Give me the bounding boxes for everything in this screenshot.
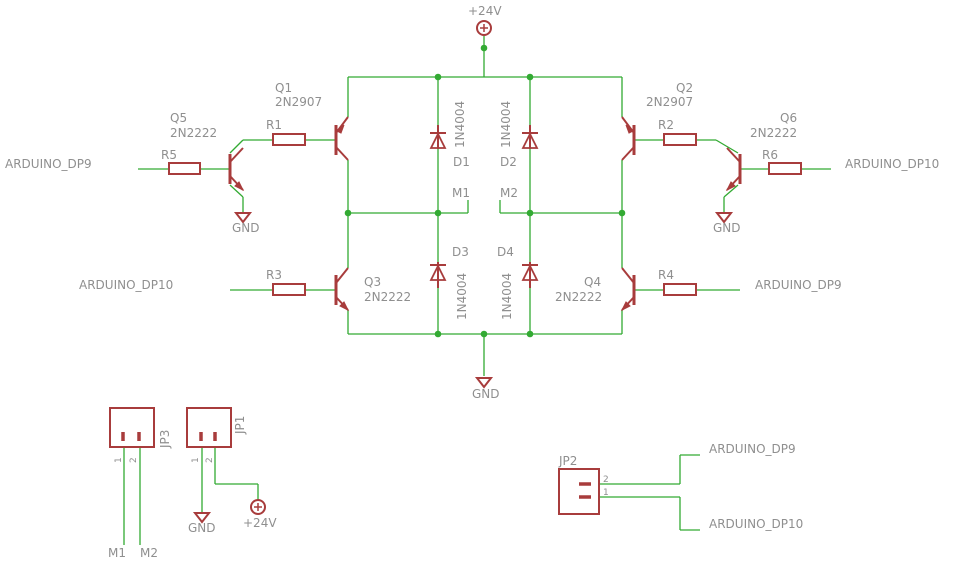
jp3-m1-label: M1	[108, 546, 126, 560]
gnd-symbol-jp1	[192, 512, 212, 524]
d3-value: 1N4004	[455, 273, 469, 320]
resistor-r3	[272, 283, 306, 296]
supply-label-jp1: +24V	[243, 516, 277, 530]
jp3-pin1: 1	[114, 457, 124, 463]
d2-value: 1N4004	[499, 101, 513, 148]
q1-name: Q1	[275, 81, 292, 95]
jp1-name: JP1	[233, 416, 247, 435]
resistor-r1	[272, 133, 306, 146]
r5-label: R5	[161, 148, 177, 162]
r4-label: R4	[658, 268, 674, 282]
gnd-label-q5: GND	[232, 221, 260, 235]
jp2-name: JP2	[558, 454, 577, 468]
transistor-q4	[620, 267, 636, 312]
jp1-pin2: 2	[205, 457, 215, 463]
q2-name: Q2	[676, 81, 693, 95]
q6-value: 2N2222	[750, 126, 797, 140]
gnd-symbol-main	[474, 377, 494, 389]
net-m2-bridge: M2	[500, 186, 518, 200]
d4-name: D4	[497, 245, 514, 259]
diode-d1	[429, 125, 447, 149]
connector-jp1	[186, 407, 232, 448]
d2-name: D2	[500, 155, 517, 169]
junction-dots	[344, 44, 626, 338]
diode-d2	[521, 125, 539, 149]
jp3-m2-label: M2	[140, 546, 158, 560]
jp3-name: JP3	[158, 430, 172, 449]
q3-name: Q3	[364, 275, 381, 289]
q2-value: 2N2907	[646, 95, 693, 109]
q6-name: Q6	[780, 111, 797, 125]
jp3-pin2: 2	[129, 457, 139, 463]
transistor-q5	[228, 147, 245, 192]
q1-value: 2N2907	[275, 95, 322, 109]
net-dp10-q3: ARDUINO_DP10	[79, 278, 173, 292]
gnd-label-jp1: GND	[188, 521, 216, 535]
transistor-q6	[725, 147, 742, 192]
d1-name: D1	[453, 155, 470, 169]
resistor-r2	[663, 133, 697, 146]
gnd-label-q6: GND	[713, 221, 741, 235]
d3-name: D3	[452, 245, 469, 259]
q5-name: Q5	[170, 111, 187, 125]
d1-value: 1N4004	[453, 101, 467, 148]
net-m1-bridge: M1	[452, 186, 470, 200]
q5-value: 2N2222	[170, 126, 217, 140]
jp2-dp9-label: ARDUINO_DP9	[709, 442, 796, 456]
q4-name: Q4	[584, 275, 601, 289]
r1-label: R1	[266, 118, 282, 132]
gnd-symbol-q6	[714, 212, 734, 224]
diode-d3	[429, 262, 447, 288]
resistor-r4	[663, 283, 697, 296]
jp2-pin1: 1	[603, 488, 609, 498]
transistor-q3	[334, 267, 350, 312]
resistor-r5	[168, 162, 201, 175]
r3-label: R3	[266, 268, 282, 282]
resistor-r6	[768, 162, 802, 175]
net-dp9-q4: ARDUINO_DP9	[755, 278, 842, 292]
connector-jp2	[558, 468, 600, 515]
connector-jp3	[109, 407, 155, 448]
jp1-pin1: 1	[191, 457, 201, 463]
q4-value: 2N2222	[555, 290, 602, 304]
jp2-dp10-label: ARDUINO_DP10	[709, 517, 803, 531]
gnd-symbol-q5	[233, 212, 253, 224]
q3-value: 2N2222	[364, 290, 411, 304]
transistor-q2	[621, 116, 636, 161]
wires	[123, 36, 831, 545]
net-dp9-q5: ARDUINO_DP9	[5, 157, 92, 171]
r6-label: R6	[762, 148, 778, 162]
supply-symbol-jp1	[250, 499, 266, 515]
jp2-pin2: 2	[603, 475, 609, 485]
d4-value: 1N4004	[500, 273, 514, 320]
supply-symbol	[476, 20, 492, 36]
gnd-label-main: GND	[472, 387, 500, 401]
diode-d4	[521, 262, 539, 288]
r2-label: R2	[658, 118, 674, 132]
net-dp10-q6: ARDUINO_DP10	[845, 157, 939, 171]
supply-label: +24V	[468, 4, 502, 18]
transistor-q1	[334, 116, 349, 161]
